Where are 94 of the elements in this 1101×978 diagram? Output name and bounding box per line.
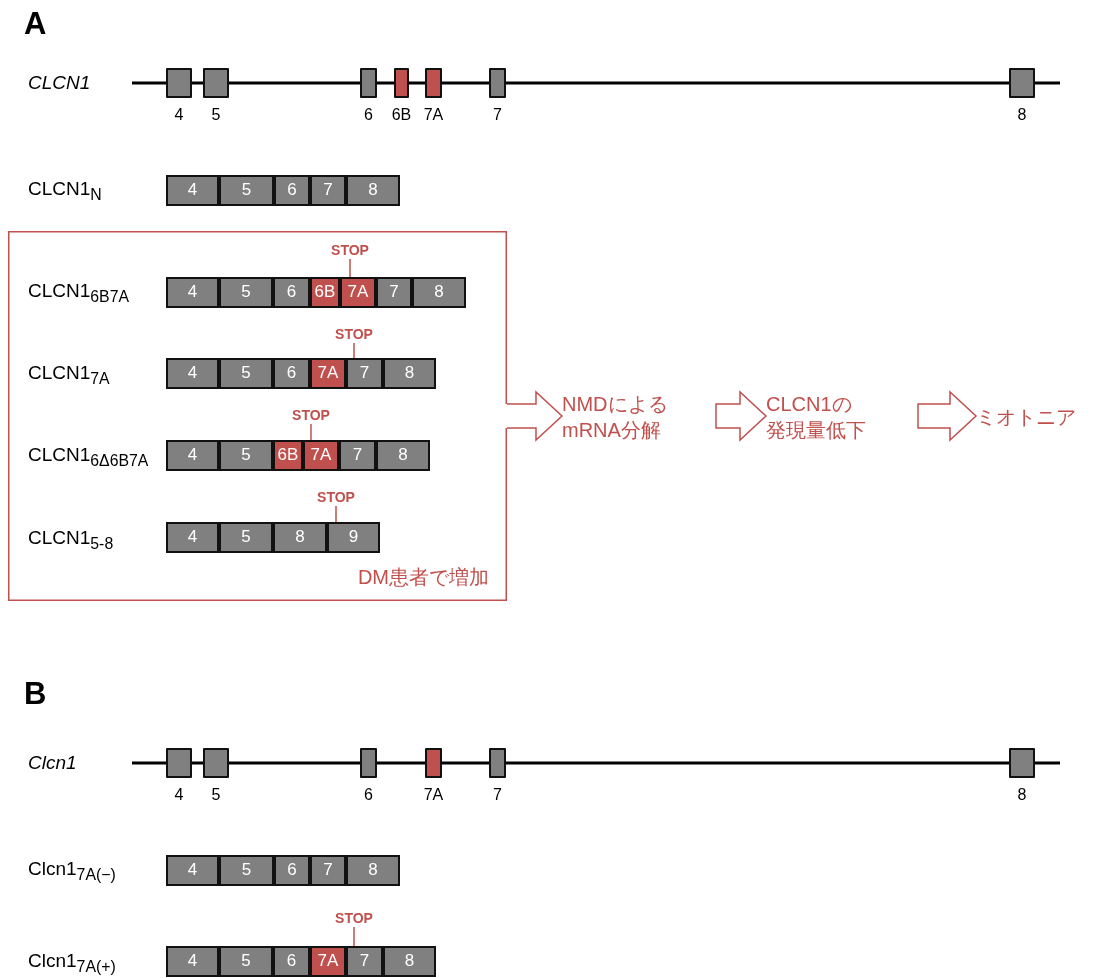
leader-line xyxy=(353,926,355,947)
note-text: DM患者で増加 xyxy=(357,565,489,590)
exon-number: 8 xyxy=(1016,785,1028,805)
exon-segment: 5 xyxy=(219,277,273,308)
transcript-name: Clcn1$_{7A(+)}$ xyxy=(28,950,116,976)
transcript-name: CLCN1$_{6Δ6B7A}$ xyxy=(28,444,149,470)
exon-segment: 5 xyxy=(219,522,273,553)
flow-text: NMDによる mRNA分解 xyxy=(562,391,716,443)
exon-box xyxy=(360,68,377,98)
exon-segment: 8 xyxy=(346,175,400,206)
exon-segment: 7 xyxy=(376,277,412,308)
leader-line xyxy=(353,342,355,359)
exon-box xyxy=(425,748,442,778)
exon-number: 6B xyxy=(390,105,413,125)
exon-segment: 7 xyxy=(346,946,383,977)
exon-segment: 8 xyxy=(412,277,466,308)
flow-text: CLCN1の発現量低下 xyxy=(766,391,918,443)
exon-segment: 4 xyxy=(166,277,219,308)
gene-name: CLCN1 xyxy=(28,72,91,94)
exon-segment: 7 xyxy=(339,440,376,471)
transcript-name: CLCN1$_{7A}$ xyxy=(28,362,110,388)
exon-number: 5 xyxy=(210,105,222,125)
exon-segment: 7A xyxy=(340,277,376,308)
exon-segment: 7A xyxy=(310,946,346,977)
exon-segment: 6B xyxy=(273,440,303,471)
block-arrow xyxy=(715,390,768,442)
flow-text: ミオトニア xyxy=(976,404,1098,430)
exon-segment: 6 xyxy=(273,277,310,308)
exon-number: 5 xyxy=(210,785,222,805)
panel-letter: A xyxy=(24,6,47,42)
exon-box xyxy=(203,68,229,98)
exon-box xyxy=(489,68,506,98)
exon-box xyxy=(1009,68,1035,98)
exon-segment: 7 xyxy=(346,358,383,389)
block-arrow xyxy=(506,390,564,442)
leader-line xyxy=(310,423,312,441)
exon-segment: 4 xyxy=(166,358,219,389)
exon-box xyxy=(166,748,192,778)
exon-box xyxy=(360,748,377,778)
exon-segment: 4 xyxy=(166,855,219,886)
transcript-name: CLCN1$_{N}$ xyxy=(28,178,102,204)
exon-segment: 6 xyxy=(274,175,310,206)
exon-number: 4 xyxy=(173,785,185,805)
exon-number: 7A xyxy=(422,105,445,125)
exon-number: 4 xyxy=(173,105,185,125)
exon-segment: 5 xyxy=(219,358,273,389)
stop-label: STOP xyxy=(332,909,376,927)
exon-segment: 8 xyxy=(346,855,400,886)
exon-segment: 4 xyxy=(166,175,219,206)
exon-segment: 8 xyxy=(376,440,430,471)
exon-segment: 4 xyxy=(166,946,219,977)
exon-segment: 5 xyxy=(219,946,273,977)
leader-line xyxy=(335,505,337,523)
transcript-name: CLCN1$_{6B7A}$ xyxy=(28,280,130,306)
transcript-name: Clcn1$_{7A(−)}$ xyxy=(28,858,116,884)
stop-label: STOP xyxy=(314,488,358,506)
exon-segment: 7 xyxy=(310,855,346,886)
exon-segment: 7A xyxy=(310,358,346,389)
exon-segment: 5 xyxy=(219,440,273,471)
exon-segment: 5 xyxy=(219,175,274,206)
exon-number: 7 xyxy=(492,785,503,805)
exon-box xyxy=(1009,748,1035,778)
exon-number: 7 xyxy=(492,105,503,125)
exon-number: 6 xyxy=(363,785,374,805)
exon-segment: 7A xyxy=(303,440,339,471)
transcript-name: CLCN1$_{5-8}$ xyxy=(28,527,114,553)
exon-segment: 8 xyxy=(383,358,436,389)
exon-segment: 7 xyxy=(310,175,346,206)
exon-segment: 4 xyxy=(166,440,219,471)
exon-segment: 8 xyxy=(383,946,436,977)
bracket-frame xyxy=(8,231,507,601)
exon-segment: 6B xyxy=(310,277,340,308)
stop-label: STOP xyxy=(328,241,372,259)
exon-segment: 6 xyxy=(273,946,310,977)
leader-line xyxy=(349,258,351,278)
exon-segment: 6 xyxy=(274,855,310,886)
stop-label: STOP xyxy=(332,325,376,343)
block-arrow xyxy=(917,390,978,442)
exon-segment: 5 xyxy=(219,855,274,886)
gene-name: Clcn1 xyxy=(28,752,77,774)
exon-segment: 4 xyxy=(166,522,219,553)
exon-box xyxy=(394,68,409,98)
stop-label: STOP xyxy=(289,406,333,424)
exon-box xyxy=(203,748,229,778)
exon-number: 6 xyxy=(363,105,374,125)
exon-segment: 8 xyxy=(273,522,327,553)
exon-number: 8 xyxy=(1016,105,1028,125)
exon-segment: 9 xyxy=(327,522,380,553)
exon-box xyxy=(166,68,192,98)
exon-number: 7A xyxy=(422,785,445,805)
exon-box xyxy=(425,68,442,98)
panel-letter: B xyxy=(24,676,47,712)
exon-box xyxy=(489,748,506,778)
exon-segment: 6 xyxy=(273,358,310,389)
